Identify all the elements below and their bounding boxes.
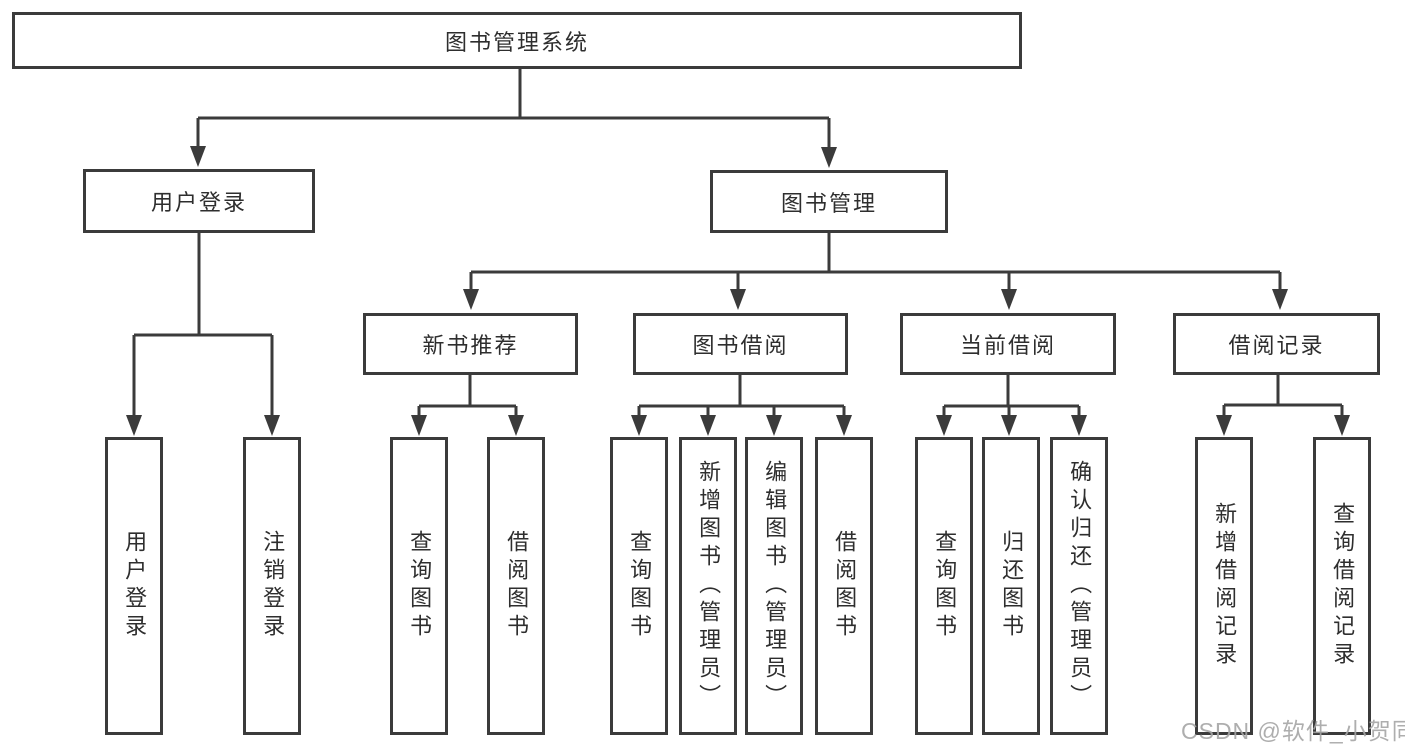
leaf-current-query-books: 查询图书 [915,437,973,735]
leaf-label: 查询图书 [932,530,958,642]
leaf-label: 归还图书 [999,530,1025,642]
root-node-book-mgmt-system: 图书管理系统 [12,12,1022,69]
connector-user-login-to-children [132,233,274,420]
leaf-label: 借阅图书 [832,530,858,642]
connector-current-to-children [942,375,1081,420]
leaf-label: 新增图书（管理员） [696,460,722,712]
leaf-logout: 注销登录 [243,437,301,735]
leaf-label: 查询借阅记录 [1330,502,1356,670]
node-book-borrow: 图书借阅 [633,313,848,375]
leaf-label: 编辑图书（管理员） [762,460,788,712]
connector-borrow-to-children [637,375,846,420]
leaf-label: 查询图书 [627,530,653,642]
leaf-label: 新增借阅记录 [1212,502,1238,670]
connector-records-to-children [1222,375,1344,420]
leaf-records-add-record: 新增借阅记录 [1195,437,1253,735]
leaf-label: 用户登录 [122,530,148,642]
leaf-current-confirm-return-admin: 确认归还（管理员） [1050,437,1108,735]
leaf-borrow-add-book-admin: 新增图书（管理员） [679,437,737,735]
connector-root-to-level2 [196,68,831,151]
node-current-borrow: 当前借阅 [900,313,1116,375]
node-new-books: 新书推荐 [363,313,578,375]
leaf-borrow-edit-book-admin: 编辑图书（管理员） [745,437,803,735]
leaf-label: 借阅图书 [504,530,530,642]
node-book-mgmt: 图书管理 [710,170,948,233]
leaf-records-query-record: 查询借阅记录 [1313,437,1371,735]
arrowheads [126,146,1350,436]
connector-book-mgmt-to-level3 [469,233,1282,294]
connector-new-books-to-children [417,375,518,420]
node-borrow-records: 借阅记录 [1173,313,1380,375]
leaf-label: 查询图书 [407,530,433,642]
leaf-borrow-borrow-books: 借阅图书 [815,437,873,735]
leaf-newbooks-query-books: 查询图书 [390,437,448,735]
node-user-login: 用户登录 [83,169,315,233]
leaf-user-login: 用户登录 [105,437,163,735]
leaf-label: 确认归还（管理员） [1067,460,1093,712]
leaf-newbooks-borrow-books: 借阅图书 [487,437,545,735]
leaf-current-return-books: 归还图书 [982,437,1040,735]
leaf-borrow-query-books: 查询图书 [610,437,668,735]
csdn-watermark: CSDN @软件_小贺同学 [1181,718,1405,744]
leaf-label: 注销登录 [260,530,286,642]
